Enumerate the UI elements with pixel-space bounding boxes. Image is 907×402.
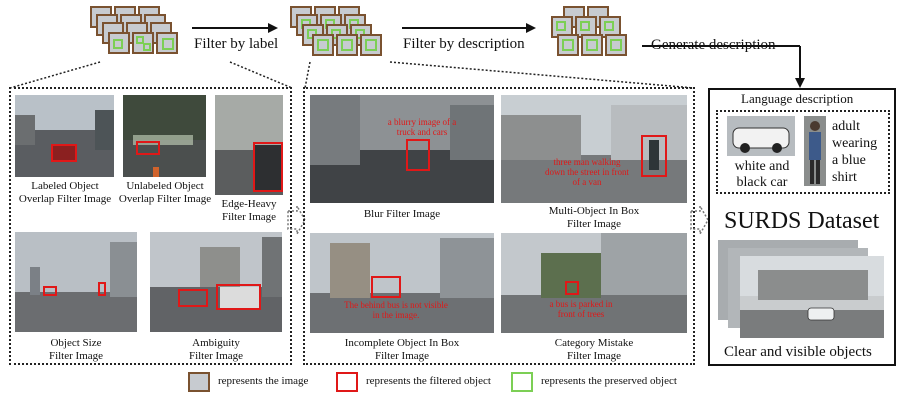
flow-step-filter-by-label: Filter by label	[194, 36, 279, 52]
zoom-connectors	[9, 61, 695, 89]
labeled-object-image	[15, 95, 114, 177]
language-description-title: Language description	[741, 91, 854, 106]
dataset-caption: Clear and visible objects	[724, 344, 872, 360]
ambiguity-image	[150, 232, 282, 332]
panel-connector-arrow-2	[690, 205, 709, 235]
category-mistake-image: a bus is parked in front of trees	[501, 233, 687, 333]
blur-filter-image: a blurry image of a truck and cars	[310, 95, 494, 203]
flow-step-generate-description: Generate description	[651, 37, 776, 53]
incomplete-object-image: The behind bus is not visible in the ima…	[310, 233, 494, 333]
legend-image-label: represents the image	[218, 375, 309, 387]
person-example-image	[804, 116, 826, 186]
object-size-image	[15, 232, 137, 332]
description-filter-panel	[303, 87, 695, 365]
flow-arrow-2	[402, 23, 536, 33]
incomplete-object-annotation: The behind bus is not visible in the ima…	[344, 300, 448, 320]
legend-preserved-swatch	[511, 372, 533, 392]
blur-filter-caption: Blur Filter Image	[363, 208, 441, 220]
edge-heavy-image	[215, 95, 283, 195]
dataset-title: SURDS Dataset	[724, 208, 880, 234]
legend-preserved-label: represents the preserved object	[541, 375, 677, 387]
panel-connector-arrow-1	[287, 205, 306, 235]
dataset-image-stack	[718, 240, 888, 340]
multi-object-annotation: three man walking down the street in fro…	[545, 157, 629, 187]
flow-step-filter-by-description: Filter by description	[403, 36, 525, 52]
dataset-panel	[708, 88, 896, 366]
label-filter-panel	[9, 87, 292, 365]
legend-filtered-swatch	[336, 372, 358, 392]
category-mistake-annotation: a bus is parked in front of trees	[549, 299, 613, 319]
blur-filter-annotation: a blurry image of a truck and cars	[387, 117, 457, 137]
legend-image-swatch	[188, 372, 210, 392]
multi-object-image: three man walking down the street in fro…	[501, 95, 687, 203]
legend-filtered-label: represents the filtered object	[366, 375, 491, 387]
image-stack-label-filtered	[290, 6, 400, 62]
unlabeled-object-image	[123, 95, 206, 177]
flow-arrow-1	[192, 23, 278, 33]
language-description-box	[716, 110, 890, 194]
flow-arrow-3	[642, 45, 805, 88]
image-stack-description-filtered	[545, 6, 645, 62]
car-example-image	[727, 116, 795, 156]
image-stack-initial	[90, 6, 190, 62]
